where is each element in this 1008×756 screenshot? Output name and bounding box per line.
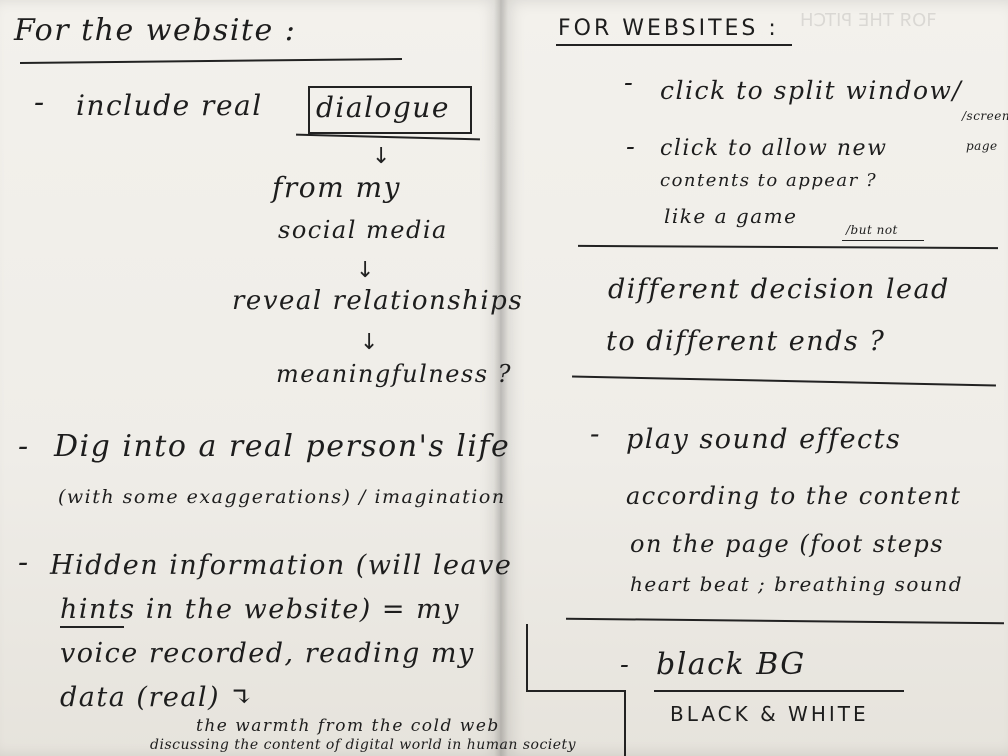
hidden-info-line-2: hints in the website) = my: [60, 594, 460, 625]
right-heading-underline: [556, 44, 792, 46]
allow-new-line-1: click to allow new: [660, 136, 888, 161]
aside-screen: /screen: [962, 109, 1008, 123]
chain-meaningfulness: meaningfulness ?: [276, 360, 513, 388]
right-heading: FOR WEBSITES :: [558, 16, 779, 41]
aside-page: page: [966, 139, 998, 153]
bullet-dig-into-life: Dig into a real person's life: [54, 429, 511, 464]
but-not-underline: [842, 240, 924, 241]
hidden-info-line-1: Hidden information (will leave: [50, 550, 513, 581]
bullet-dash: -: [18, 545, 30, 580]
aside-but-not: /but not: [846, 223, 898, 237]
allow-new-line-3: like a game: [664, 204, 798, 228]
frame-line-vertical: [526, 624, 528, 692]
sound-effects-line-2: according to the content: [626, 482, 962, 510]
arrow-down-icon: ↓: [372, 144, 391, 169]
notebook-spine: [494, 0, 508, 756]
bullet-dash: -: [590, 417, 601, 450]
bullet-dash: -: [18, 429, 30, 464]
note-warmth-cold-web: the warmth from the cold web: [196, 716, 500, 736]
boxed-word-dialogue: dialogue: [316, 91, 450, 124]
sound-effects-line-1: play sound effects: [626, 424, 902, 455]
chain-social-media: social media: [278, 216, 448, 244]
chain-reveal-relationships: reveal relationships: [232, 286, 524, 316]
frame-line-horizontal: [526, 690, 626, 692]
hints-underline: [60, 626, 124, 628]
sound-effects-line-4: heart beat ; breathing sound: [630, 572, 963, 596]
frame-line-vertical: [624, 690, 626, 756]
allow-new-line-2: contents to appear ?: [660, 170, 878, 191]
bullet-dash: -: [34, 85, 46, 120]
chain-from-my: from my: [272, 171, 401, 204]
black-bg-underline: [654, 690, 904, 692]
bullet-dash: -: [624, 68, 635, 98]
bullet-dash: -: [620, 650, 631, 680]
sound-effects-line-3: on the page (foot steps: [630, 530, 945, 558]
bullet-dash: -: [626, 132, 637, 162]
black-and-white-label: BLACK & WHITE: [670, 702, 869, 726]
left-heading: For the website :: [14, 13, 297, 48]
different-decision-line-1: different decision lead: [608, 274, 950, 305]
bullet-include-real: include real: [76, 89, 263, 122]
notebook-left-page: [0, 0, 500, 756]
black-bg-label: black BG: [656, 647, 806, 682]
notebook-right-page: [500, 0, 1008, 756]
note-digital-world: discussing the content of digital world …: [150, 737, 577, 753]
bullet-split-window: click to split window/: [660, 76, 963, 105]
bleed-through-text: ꟻOЯ THE PITCH: [800, 10, 937, 31]
hidden-info-line-3: voice recorded, reading my: [60, 638, 475, 669]
hidden-info-line-4: data (real) ↴: [60, 682, 255, 713]
dialogue-box: [308, 86, 472, 134]
bullet-dig-sub: (with some exaggerations) / imagination: [58, 486, 506, 508]
different-decision-line-2: to different ends ?: [606, 326, 886, 357]
arrow-down-icon: ↓: [360, 330, 379, 355]
arrow-down-icon: ↓: [356, 258, 375, 283]
